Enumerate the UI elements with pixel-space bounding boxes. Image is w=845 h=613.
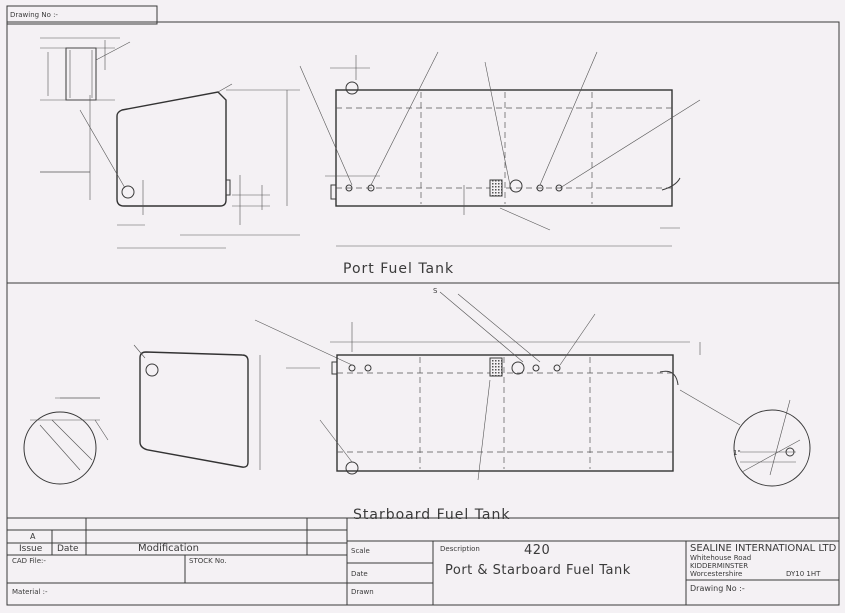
starboard-side-view (286, 291, 741, 481)
company-name: SEALINE INTERNATIONAL LTD (690, 543, 837, 554)
description-label: Description (440, 545, 480, 553)
date-label: Date (57, 544, 79, 554)
port-end-view (40, 83, 300, 249)
note-s-label: S (433, 287, 438, 295)
material-label: Material :- (12, 588, 48, 596)
port-fitting-detail (40, 37, 131, 101)
address-line-1: Whitehouse Road (690, 554, 752, 562)
starboard-end-view (133, 319, 353, 470)
starboard-view-title: Starboard Fuel Tank (353, 507, 511, 523)
title-block-lines (7, 517, 839, 605)
description-text: Port & Starboard Fuel Tank (445, 563, 631, 578)
port-side-view (299, 51, 701, 247)
port-view-title: Port Fuel Tank (343, 261, 455, 277)
date2-label: Date (351, 570, 368, 578)
scale-label: Scale (351, 547, 370, 555)
description-number: 420 (524, 543, 551, 558)
issue-value: A (30, 532, 36, 541)
one-inch-label: 1" (733, 449, 741, 457)
cad-file-label: CAD File:- (12, 557, 46, 565)
drawing-no-label-bottom: Drawing No :- (690, 584, 745, 593)
drawn-label: Drawn (351, 588, 374, 596)
issue-label: Issue (19, 544, 43, 554)
modification-label: Modification (138, 543, 199, 554)
stock-no-label: STOCK No. (189, 557, 227, 565)
address-line-2: KIDDERMINSTER (690, 562, 749, 570)
postcode: DY10 1HT (786, 570, 821, 578)
address-line-3: Worcestershire (690, 570, 743, 578)
starboard-circle-detail-left (23, 397, 109, 485)
drawing-no-box-top (6, 5, 158, 25)
drawing-no-label-top: Drawing No :- (10, 11, 58, 19)
starboard-circle-detail-right (733, 399, 811, 487)
